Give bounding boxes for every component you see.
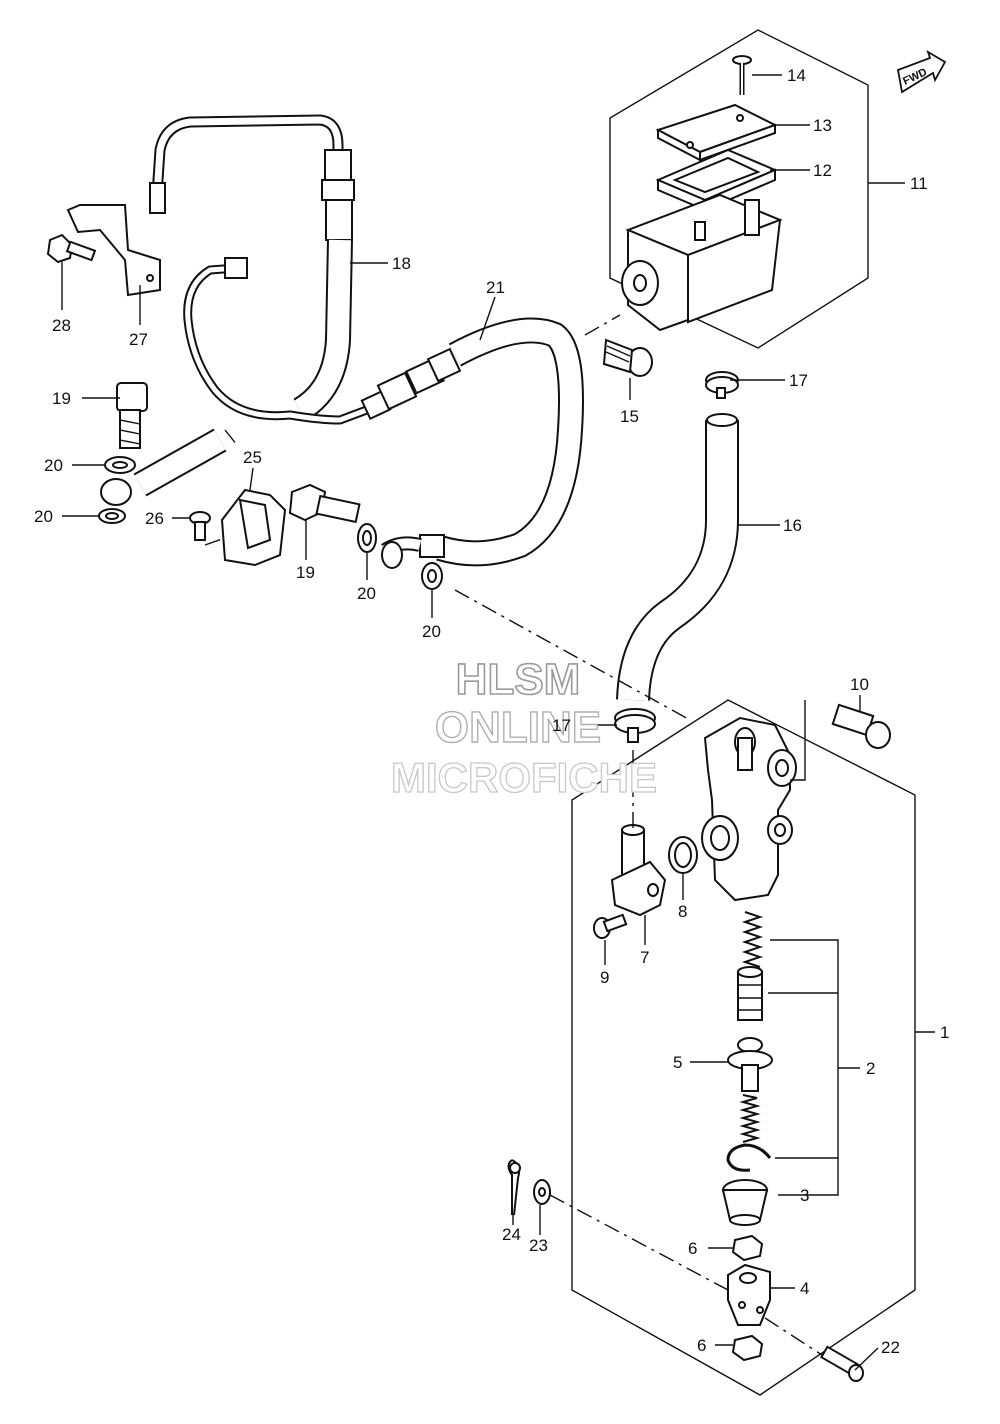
part-28-bolt (46, 233, 97, 264)
callout-10: 10 (850, 675, 869, 694)
assembly-line-clevis-pin (764, 1317, 823, 1356)
part-24-cotter-pin (507, 1159, 521, 1216)
callout-22: 22 (881, 1338, 900, 1357)
callout-1: 1 (940, 1023, 949, 1042)
part-9-screw (593, 913, 628, 939)
part-19-banjo-bolt-lower (288, 483, 361, 524)
assembly-line-washer-body (454, 589, 691, 721)
callout-8: 8 (678, 902, 687, 921)
callout-2: 2 (866, 1059, 875, 1078)
callout-20-a: 20 (44, 456, 63, 475)
callout-11: 11 (910, 174, 928, 193)
callout-12: 12 (813, 161, 832, 180)
callout-6-lower: 6 (697, 1336, 706, 1355)
callout-20-d: 20 (422, 622, 441, 641)
callout-27: 27 (129, 330, 148, 349)
callout-15: 15 (620, 407, 639, 426)
part-10-bolt (831, 703, 891, 749)
part-11-reservoir-body (621, 193, 783, 332)
callout-19-upper: 19 (52, 389, 71, 408)
callout-21: 21 (486, 278, 505, 297)
part-26-screw (189, 511, 211, 541)
watermark-line-3: MICROFICHE (391, 754, 657, 801)
callout-26: 26 (145, 509, 164, 528)
part-19-banjo-bolt-upper (116, 382, 148, 449)
part-13-reservoir-cap (655, 103, 778, 162)
callout-5: 5 (673, 1053, 682, 1072)
callout-9: 9 (600, 968, 609, 987)
master-cylinder-group-frame (571, 699, 916, 1396)
callout-17-lower: 17 (552, 716, 571, 735)
banjo-fitting-left (100, 428, 227, 506)
assembly-line-guide (204, 537, 226, 546)
assembly-line-banjo (224, 429, 238, 446)
part-22-clevis-pin (820, 1345, 864, 1382)
part-7-inlet-fitting (610, 824, 667, 917)
part-27-bracket (66, 204, 161, 297)
part-2-circlip (726, 1143, 772, 1172)
callout-23: 23 (529, 1236, 548, 1255)
watermark-line-2: ONLINE (435, 703, 601, 752)
callout-13: 13 (813, 116, 832, 135)
part-3-boot (721, 1179, 769, 1226)
callout-17-upper: 17 (789, 371, 808, 390)
part-5-pushrod (727, 1037, 773, 1143)
part-15-bolt (602, 338, 653, 377)
part-2-piston (737, 966, 763, 1021)
part-18-brake-hose (149, 114, 355, 422)
callout-18: 18 (392, 254, 411, 273)
part-25-hose-guide (220, 488, 287, 567)
callout-25: 25 (243, 448, 262, 467)
callout-14: 14 (787, 66, 806, 85)
part-21-brake-hose (360, 317, 584, 569)
watermark-line-1: HLSM (456, 655, 581, 704)
leader-lines (61, 74, 935, 1371)
assembly-line-pin-clevis (549, 1194, 729, 1291)
reservoir-group-frame (609, 29, 869, 349)
part-17-hose-clamp-lower (614, 708, 656, 743)
callout-20-c: 20 (357, 584, 376, 603)
brake-pipe (183, 257, 382, 425)
callout-4: 4 (800, 1279, 809, 1298)
assembly-line-reservoir-bolt (584, 314, 621, 336)
callout-20-b: 20 (34, 507, 53, 526)
part-2-spring (741, 911, 764, 968)
part-6-nut-lower (731, 1334, 764, 1362)
callout-19-lower: 19 (296, 563, 315, 582)
callout-7: 7 (640, 948, 649, 967)
part-23-washer (533, 1179, 551, 1205)
callout-24: 24 (502, 1225, 521, 1244)
part-14-screw (732, 55, 752, 95)
fwd-arrow-badge: FWD (896, 50, 947, 94)
callout-16: 16 (783, 516, 802, 535)
part-1-master-cylinder-body (701, 716, 797, 902)
callout-6-upper: 6 (688, 1239, 697, 1258)
callout-labels: 14 13 12 11 17 15 16 18 21 28 27 19 20 2… (34, 66, 949, 1357)
part-17-hose-clamp-upper (705, 371, 739, 399)
watermark: HLSM ONLINE MICROFICHE (390, 654, 657, 801)
part-4-clevis (727, 1263, 771, 1326)
callout-3: 3 (800, 1186, 809, 1205)
callout-28: 28 (52, 316, 71, 335)
part-6-nut-upper (731, 1234, 764, 1262)
assembly-line-bolt10 (790, 700, 806, 781)
